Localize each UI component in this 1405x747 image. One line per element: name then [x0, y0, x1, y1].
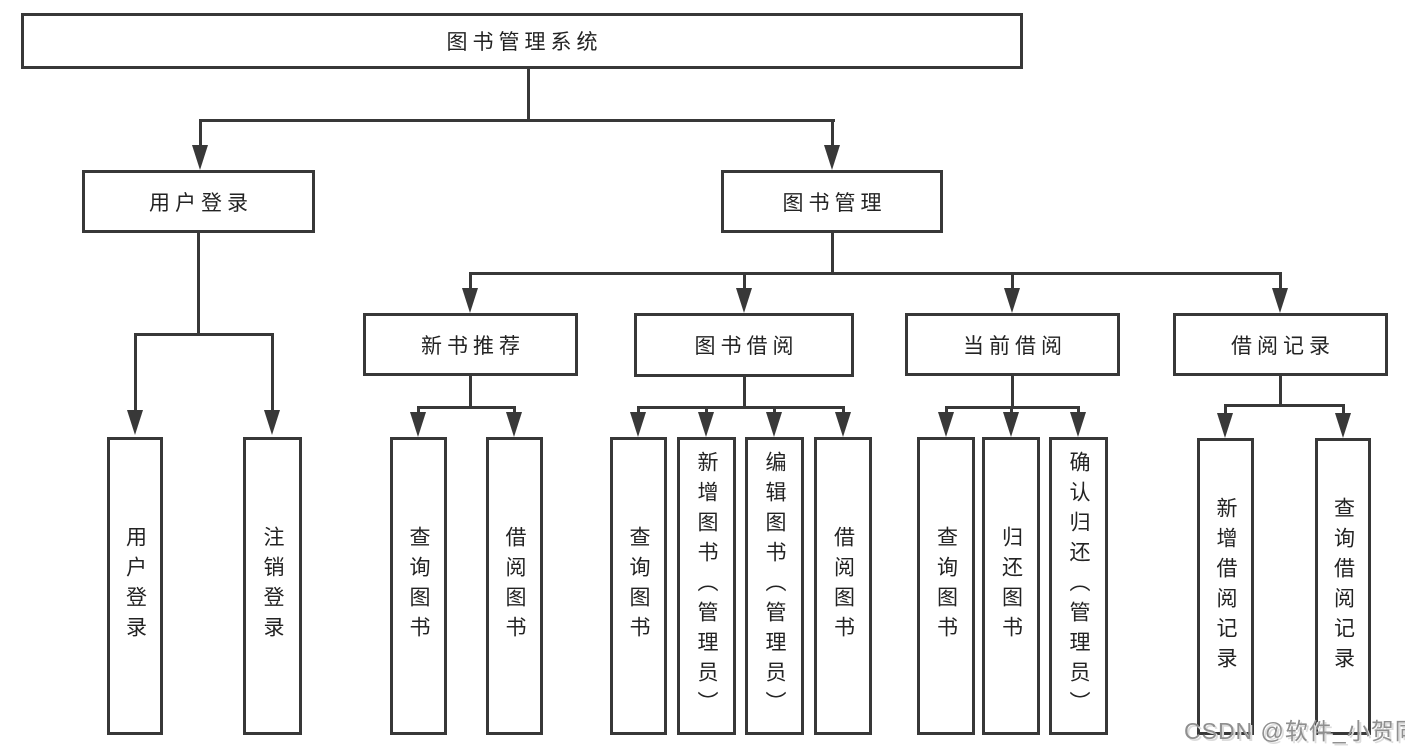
arrow-head	[1004, 288, 1020, 313]
arrow-head	[1003, 412, 1019, 437]
connector-line	[1279, 374, 1282, 407]
arrow-head	[1335, 413, 1351, 438]
connector-line	[417, 406, 516, 409]
csdn-watermark: CSDN @软件_小贺同学	[1184, 718, 1405, 744]
arrow-head	[410, 412, 426, 437]
leaf-borrow-books-1: 借阅图书	[486, 437, 543, 735]
leaf-query-books-1: 查询图书	[390, 437, 447, 735]
connector-line	[831, 119, 834, 147]
leaf-query-books-2: 查询图书	[610, 437, 667, 735]
arrow-head	[192, 145, 208, 170]
node-current-borrow: 当前借阅	[905, 313, 1120, 376]
connector-line	[469, 272, 472, 290]
leaf-borrow-books-2: 借阅图书	[814, 437, 872, 735]
leaf-query-borrow-record: 查询借阅记录	[1315, 438, 1371, 735]
connector-line	[1011, 272, 1014, 290]
connector-line	[527, 66, 530, 121]
leaf-return-books: 归还图书	[982, 437, 1040, 735]
arrow-head	[264, 410, 280, 435]
connector-line	[1011, 374, 1014, 409]
connector-line	[743, 375, 746, 409]
connector-line	[469, 374, 472, 409]
connector-line	[773, 406, 776, 414]
connector-line	[271, 333, 274, 412]
arrow-head	[938, 412, 954, 437]
connector-line	[513, 406, 516, 414]
node-user-login: 用户登录	[82, 170, 315, 233]
connector-line	[1077, 406, 1080, 414]
connector-line	[743, 272, 746, 290]
arrow-head	[506, 412, 522, 437]
arrow-head	[824, 145, 840, 170]
connector-line	[842, 406, 845, 414]
connector-line	[1224, 404, 1227, 414]
connector-line	[1010, 406, 1013, 414]
leaf-confirm-return-admin: 确认归还（管理员）	[1049, 437, 1108, 735]
connector-line	[199, 119, 202, 147]
connector-line	[134, 333, 137, 412]
connector-line	[945, 406, 948, 414]
leaf-query-books-3: 查询图书	[917, 437, 975, 735]
arrow-head	[1217, 413, 1233, 438]
arrow-head	[698, 412, 714, 437]
leaf-add-books-admin: 新增图书（管理员）	[677, 437, 736, 735]
arrow-head	[1070, 412, 1086, 437]
arrow-head	[127, 410, 143, 435]
connector-line	[637, 406, 845, 409]
node-new-book-recommend: 新书推荐	[363, 313, 578, 376]
arrow-head	[462, 288, 478, 313]
connector-line	[134, 333, 274, 336]
node-borrow-records: 借阅记录	[1173, 313, 1388, 376]
connector-line	[197, 231, 200, 336]
connector-line	[637, 406, 640, 414]
arrow-head	[835, 412, 851, 437]
leaf-logout: 注销登录	[243, 437, 302, 735]
leaf-edit-books-admin: 编辑图书（管理员）	[745, 437, 804, 735]
connector-line	[1224, 404, 1345, 407]
connector-line	[1342, 404, 1345, 414]
node-root: 图书管理系统	[21, 13, 1023, 69]
connector-line	[417, 406, 420, 414]
arrow-head	[736, 288, 752, 313]
connector-line	[1279, 272, 1282, 290]
connector-line	[705, 406, 708, 414]
node-book-borrow: 图书借阅	[634, 313, 854, 377]
node-book-management: 图书管理	[721, 170, 943, 233]
arrow-head	[630, 412, 646, 437]
connector-line	[469, 272, 1282, 275]
leaf-user-login: 用户登录	[107, 437, 163, 735]
leaf-add-borrow-record: 新增借阅记录	[1197, 438, 1254, 735]
arrow-head	[1272, 288, 1288, 313]
connector-line	[831, 231, 834, 274]
arrow-head	[766, 412, 782, 437]
connector-line	[199, 119, 835, 122]
